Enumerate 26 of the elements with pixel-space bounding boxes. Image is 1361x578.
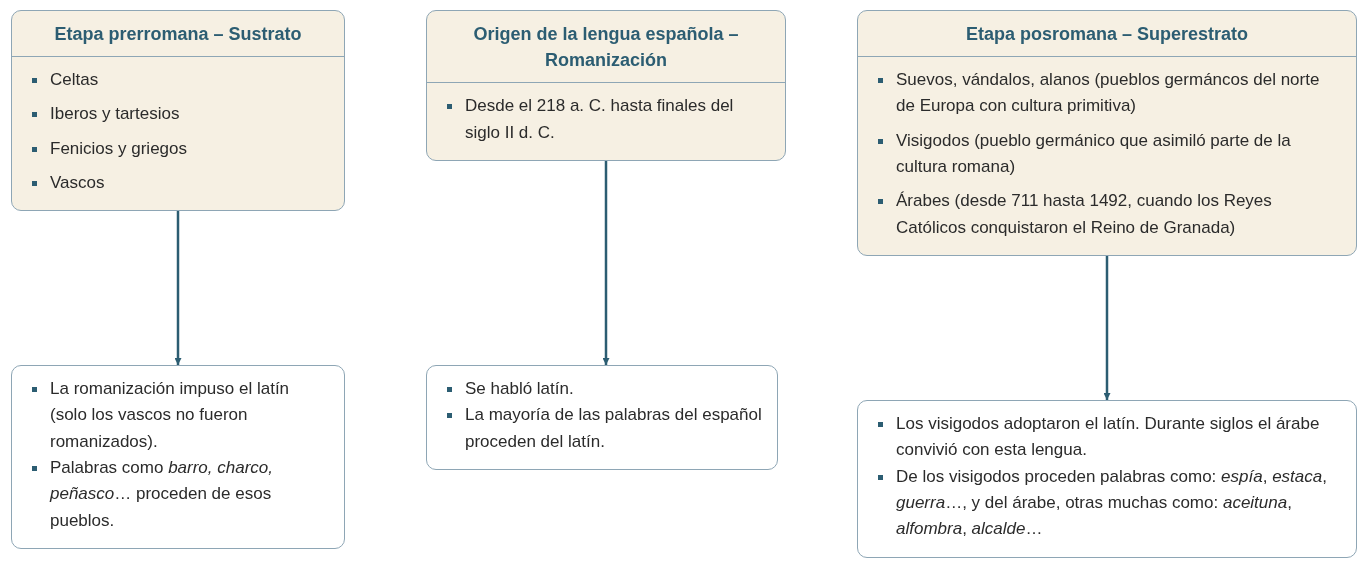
- bullet-item: Celtas: [30, 67, 330, 94]
- bullet-item: La mayoría de las palabras del español proceden del latín.: [445, 402, 763, 456]
- arrow: [1103, 256, 1111, 400]
- stage-heading: Etapa prerromana – Sustrato: [12, 11, 344, 58]
- bullet-item: Se habló latín.: [445, 376, 763, 403]
- bullet-item: Fenicios y griegos: [30, 135, 330, 163]
- arrow: [174, 211, 182, 365]
- stage-box: [11, 10, 345, 212]
- bullet-item: Visigodos (pueblo germánico que asimiló parte de la cultura romana): [876, 127, 1342, 181]
- arrow: [602, 161, 610, 365]
- bullet-item: Los visigodos adoptaron el latín. Durante siglos el árabe convivió con esta lengua.: [876, 411, 1342, 464]
- stage-heading: Etapa posromana – Superestrato: [858, 11, 1356, 58]
- bullet-item: Iberos y tartesios: [30, 101, 330, 128]
- bullet-item: Palabras como barro, charco, peñasco… proceden de esos pueblos.: [30, 455, 330, 535]
- bullet-item: Desde el 218 a. C. hasta finales del siglo II d. C.: [445, 93, 771, 146]
- result-box: [11, 365, 345, 550]
- result-box: [857, 400, 1357, 558]
- bullet-item: Árabes (desde 711 hasta 1492, cuando los Reyes Católicos conquistaron el Reino de Granada): [876, 188, 1342, 242]
- bullet-item: Suevos, vándalos, alanos (pueblos germáncos del norte de Europa con cultura primitiva): [876, 67, 1342, 120]
- stage-box: [426, 10, 786, 161]
- bullet-item: Vascos: [30, 170, 330, 197]
- stage-heading: Origen de la lengua española – Romanización: [427, 11, 785, 84]
- result-box: [426, 365, 778, 471]
- bullet-item: De los visigodos proceden palabras como: espía, estaca, guerra…, y del árabe, otras muchas como: aceituna, alfombra, alcalde…: [876, 463, 1342, 543]
- bullet-item: La romanización impuso el latín (solo los vascos no fueron romanizados).: [30, 376, 330, 456]
- stage-box: [857, 10, 1357, 257]
